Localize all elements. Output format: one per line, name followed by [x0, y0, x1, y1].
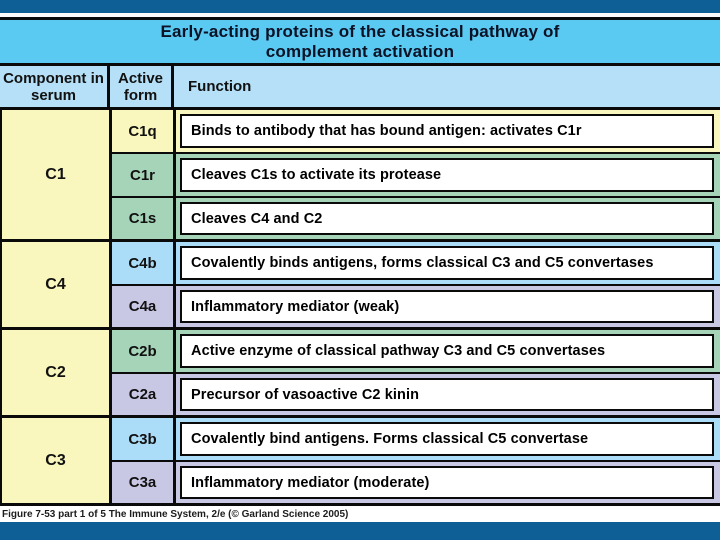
function-text-c1r: Cleaves C1s to activate its protease: [180, 158, 714, 192]
component-cell-c2: C2: [2, 330, 112, 418]
function-text-c2a: Precursor of vasoactive C2 kinin: [180, 378, 714, 411]
function-text-c3b: Covalently bind antigens. Forms classica…: [180, 422, 714, 456]
function-text-c2b: Active enzyme of classical pathway C3 an…: [180, 334, 714, 368]
function-cell-c1s: Cleaves C4 and C2: [176, 198, 720, 242]
top-rule: [0, 17, 720, 20]
function-text-c3a: Inflammatory mediator (moderate): [180, 466, 714, 499]
function-cell-c2a: Precursor of vasoactive C2 kinin: [176, 374, 720, 418]
form-cell-c2b: C2b: [112, 330, 176, 374]
component-cell-c4: C4: [2, 242, 112, 330]
form-cell-c2a: C2a: [112, 374, 176, 418]
table-body: C1 C1q Binds to antibody that has bound …: [0, 110, 720, 506]
function-cell-c1q: Binds to antibody that has bound antigen…: [176, 110, 720, 154]
slide-title-band: Early-acting proteins of the classical p…: [0, 20, 720, 63]
table-header-row: Component in serum Active form Function: [0, 63, 720, 110]
function-cell-c3a: Inflammatory mediator (moderate): [176, 462, 720, 506]
slide-title-line1: Early-acting proteins of the classical p…: [160, 21, 560, 41]
function-cell-c2b: Active enzyme of classical pathway C3 an…: [176, 330, 720, 374]
top-frame-bar: [0, 0, 720, 13]
function-text-c1s: Cleaves C4 and C2: [180, 202, 714, 235]
form-cell-c1r: C1r: [112, 154, 176, 198]
header-component-in-serum: Component in serum: [0, 66, 110, 107]
function-cell-c1r: Cleaves C1s to activate its protease: [176, 154, 720, 198]
form-cell-c4a: C4a: [112, 286, 176, 330]
function-cell-c3b: Covalently bind antigens. Forms classica…: [176, 418, 720, 462]
figure-caption: Figure 7-53 part 1 of 5 The Immune Syste…: [0, 506, 720, 522]
slide-title-line2: complement activation: [265, 41, 455, 61]
header-function: Function: [188, 78, 252, 95]
component-cell-c1: C1: [2, 110, 112, 242]
form-cell-c3b: C3b: [112, 418, 176, 462]
component-cell-c3: C3: [2, 418, 112, 506]
form-cell-c3a: C3a: [112, 462, 176, 506]
function-cell-c4b: Covalently binds antigens, forms classic…: [176, 242, 720, 286]
function-text-c1q: Binds to antibody that has bound antigen…: [180, 114, 714, 148]
form-cell-c4b: C4b: [112, 242, 176, 286]
form-cell-c1q: C1q: [112, 110, 176, 154]
top-gap: [0, 13, 720, 17]
header-active-form: Active form: [110, 66, 174, 107]
form-cell-c1s: C1s: [112, 198, 176, 242]
bottom-frame-bar: [0, 522, 720, 540]
function-cell-c4a: Inflammatory mediator (weak): [176, 286, 720, 330]
function-text-c4a: Inflammatory mediator (weak): [180, 290, 714, 323]
figure-caption-text: Figure 7-53 part 1 of 5 The Immune Syste…: [2, 508, 349, 520]
function-text-c4b: Covalently binds antigens, forms classic…: [180, 246, 714, 280]
